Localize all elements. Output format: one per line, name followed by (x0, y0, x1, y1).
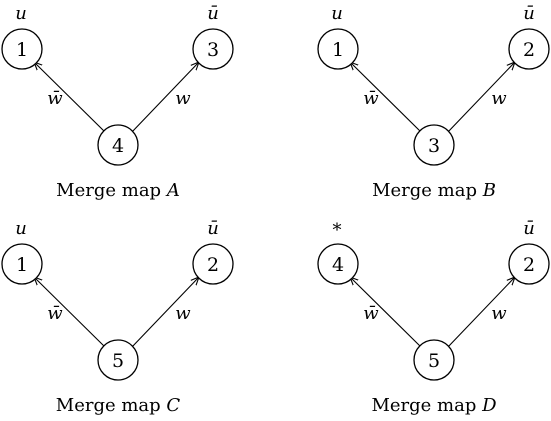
edge-left-label: w̄ (363, 88, 379, 109)
node-right-label: ū (207, 3, 219, 24)
node-left: 1 (317, 28, 359, 70)
caption-letter: B (482, 180, 496, 201)
node-bottom-number: 5 (112, 350, 124, 372)
node-left-number: 4 (332, 254, 344, 276)
merge-map-a: 1 3 4 u ū w̄ w Merge map A (1, 3, 234, 201)
caption-prefix: Merge map (56, 395, 161, 416)
edge-bottom-to-right (130, 62, 199, 134)
node-left-label: u (15, 3, 27, 24)
caption: Merge map C (56, 395, 181, 416)
node-right-number: 3 (207, 39, 219, 61)
edge-bottom-to-right (130, 277, 199, 349)
edge-left-label: w̄ (363, 303, 379, 324)
edge-right-label: w (491, 88, 507, 109)
caption: Merge map A (56, 180, 180, 201)
node-left-number: 1 (16, 39, 28, 61)
node-right: 2 (508, 28, 550, 70)
node-bottom-number: 5 (428, 350, 440, 372)
node-bottom: 3 (413, 124, 455, 166)
node-left-number: 1 (16, 254, 28, 276)
node-right-number: 2 (207, 254, 219, 276)
node-left: 1 (1, 28, 43, 70)
edge-right-label: w (175, 303, 191, 324)
edge-left-label: w̄ (47, 88, 63, 109)
edge-bottom-to-left (350, 277, 423, 349)
edge-bottom-to-left (350, 62, 423, 134)
node-bottom: 4 (97, 124, 139, 166)
edge-bottom-to-right (446, 277, 515, 349)
caption-prefix: Merge map (56, 180, 161, 201)
caption-prefix: Merge map (371, 395, 476, 416)
node-bottom: 5 (413, 339, 455, 381)
node-right-label: ū (207, 218, 219, 239)
edge-bottom-to-left (34, 62, 107, 134)
node-bottom-number: 4 (112, 135, 124, 157)
node-right-number: 2 (523, 39, 535, 61)
merge-map-d: 4 2 5 * ū w̄ w Merge map D (317, 218, 550, 416)
caption-prefix: Merge map (372, 180, 477, 201)
node-right-label: ū (523, 3, 535, 24)
merge-map-c: 1 2 5 u ū w̄ w Merge map C (1, 218, 234, 416)
node-right: 2 (192, 243, 234, 285)
node-left-label: u (331, 3, 343, 24)
edge-bottom-to-left (34, 277, 107, 349)
node-left: 1 (1, 243, 43, 285)
edge-bottom-to-right (446, 62, 515, 134)
node-left: 4 (317, 243, 359, 285)
node-left-number: 1 (332, 39, 344, 61)
caption: Merge map B (372, 180, 496, 201)
node-bottom: 5 (97, 339, 139, 381)
node-right-label: ū (523, 218, 535, 239)
node-right: 2 (508, 243, 550, 285)
caption-letter: A (165, 180, 180, 201)
edge-left-label: w̄ (47, 303, 63, 324)
node-right-number: 2 (523, 254, 535, 276)
edge-right-label: w (491, 303, 507, 324)
edge-right-label: w (175, 88, 191, 109)
node-right: 3 (192, 28, 234, 70)
caption: Merge map D (371, 395, 497, 416)
node-left-label: * (333, 220, 342, 241)
node-left-label: u (15, 218, 27, 239)
merge-map-b: 1 2 3 u ū w̄ w Merge map B (317, 3, 550, 201)
caption-letter: D (481, 395, 497, 416)
caption-letter: C (166, 395, 180, 416)
node-bottom-number: 3 (428, 135, 440, 157)
